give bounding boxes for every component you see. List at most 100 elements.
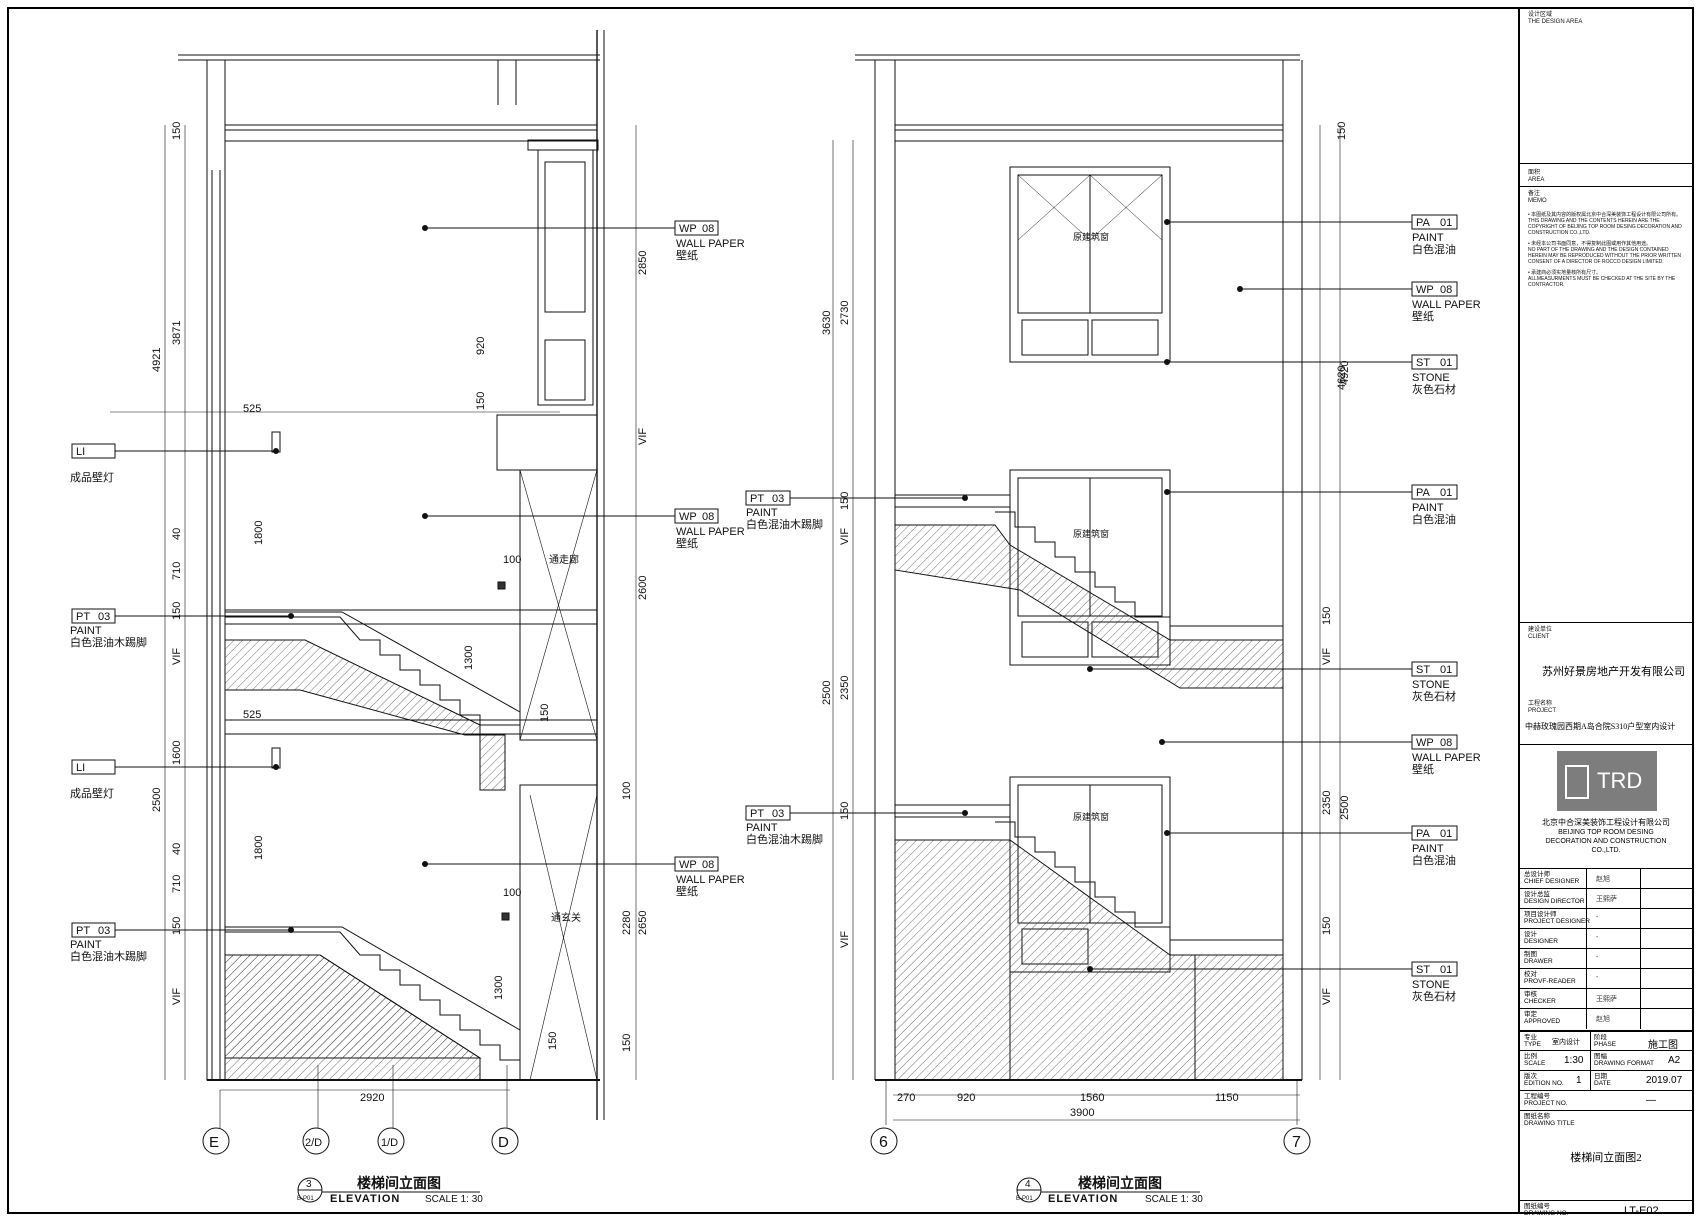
svg-text:08: 08: [1440, 284, 1452, 296]
company-section: TRD 北京中合深美装饰工程设计有限公司 BEIJING TOP ROOM DE…: [1520, 744, 1692, 866]
svg-text:PAINT: PAINT: [1412, 232, 1444, 244]
dim-1600: 1600: [171, 741, 183, 765]
svg-text:PA: PA: [1416, 217, 1431, 229]
svg-text:150: 150: [839, 492, 851, 510]
dim-4921: 4921: [151, 348, 163, 372]
svg-text:VIF: VIF: [839, 528, 851, 545]
svg-text:01: 01: [1440, 964, 1452, 976]
svg-text:3630: 3630: [821, 311, 833, 335]
elevation-3-grid: E 2/D 1/D D: [202, 1065, 519, 1155]
dim-2920: 2920: [360, 1092, 384, 1104]
svg-text:PA: PA: [1416, 487, 1431, 499]
svg-text:B-P01: B-P01: [1016, 1196, 1033, 1202]
svg-text:150: 150: [839, 802, 851, 820]
svg-text:03: 03: [772, 493, 784, 505]
svg-text:2730: 2730: [839, 301, 851, 325]
svg-text:灰色石材: 灰色石材: [1412, 989, 1456, 1003]
window-note: 原建筑窗: [1073, 231, 1109, 242]
dim-vif: VIF: [171, 988, 183, 1005]
svg-text:2350: 2350: [1321, 791, 1333, 815]
elevation-4: [832, 54, 1341, 1121]
title-block: 设计区域 THE DESIGN AREA 面积 AREA 备注 MEMO • 本…: [1518, 8, 1693, 1217]
elevation-3-title: 3 B-P01 楼梯间立面图 ELEVATION SCALE 1: 30: [297, 1175, 483, 1205]
svg-text:4620: 4620: [1336, 366, 1348, 390]
svg-text:920: 920: [957, 1092, 975, 1104]
dim-100: 100: [503, 554, 521, 566]
svg-text:270: 270: [897, 1092, 915, 1104]
client-name: 苏州好景房地产开发有限公司: [1542, 666, 1685, 678]
svg-text:灰色石材: 灰色石材: [1412, 382, 1456, 396]
dim-150: 150: [621, 1034, 633, 1052]
passage-note: 通走廊: [549, 553, 579, 566]
dim-3871: 3871: [171, 321, 183, 345]
dim-150: 150: [547, 1032, 559, 1050]
area-section: 面积 AREA: [1520, 163, 1692, 193]
elevation-3-dimensions: 4921 2500 150 3871 40 710 150 VIF 1600 4…: [151, 122, 649, 1104]
dim-150: 150: [171, 917, 183, 935]
svg-text:B-P01: B-P01: [297, 1196, 314, 1202]
dim-100: 100: [621, 782, 633, 800]
svg-text:SCALE 1: 30: SCALE 1: 30: [425, 1194, 483, 1205]
svg-text:成品壁灯: 成品壁灯: [70, 470, 114, 484]
dim-2650: 2650: [637, 911, 649, 935]
svg-text:白色混油木踢脚: 白色混油木踢脚: [70, 949, 147, 963]
svg-text:2500: 2500: [821, 681, 833, 705]
dim-1300: 1300: [493, 976, 505, 1000]
svg-text:150: 150: [1321, 917, 1333, 935]
svg-text:4920: 4920: [1339, 361, 1351, 385]
svg-text:ST: ST: [1416, 357, 1430, 369]
elevation-4-title: 4 B-P01 楼梯间立面图 ELEVATION SCALE 1: 30: [1016, 1175, 1203, 1205]
company-logo: TRD: [1557, 751, 1657, 811]
dim-2850: 2850: [637, 251, 649, 275]
tag-wp-en: WALL PAPER: [676, 238, 745, 250]
logo-mark-icon: [1565, 765, 1589, 799]
dim-150: 150: [171, 122, 183, 140]
svg-text:VIF: VIF: [1321, 988, 1333, 1005]
dim-1300: 1300: [463, 646, 475, 670]
svg-text:150: 150: [1336, 122, 1348, 140]
dim-100: 100: [503, 887, 521, 899]
dim-920: 920: [475, 337, 487, 355]
svg-text:PAINT: PAINT: [70, 939, 102, 951]
dim-40: 40: [171, 528, 183, 540]
svg-text:白色混油木踢脚: 白色混油木踢脚: [746, 517, 823, 531]
elevation-4-dimensions: 3630 2500 2730 150 VIF 2350 150 VIF 150 …: [821, 122, 1351, 1119]
svg-text:原建筑窗: 原建筑窗: [1073, 528, 1109, 539]
svg-text:VIF: VIF: [839, 931, 851, 948]
elevation-3: [110, 30, 637, 1120]
svg-text:白色混油: 白色混油: [1412, 242, 1456, 256]
svg-text:ELEVATION: ELEVATION: [330, 1193, 400, 1205]
elevation-4-grid: 6 7: [870, 1080, 1311, 1155]
svg-text:3: 3: [306, 1179, 312, 1190]
svg-text:STONE: STONE: [1412, 979, 1450, 991]
drawing-title: 楼梯间立面图2: [1570, 1152, 1642, 1164]
elevation-3-title-text: 楼梯间立面图: [357, 1175, 441, 1192]
dim-2500: 2500: [151, 788, 163, 812]
svg-text:STONE: STONE: [1412, 372, 1450, 384]
design-area-section: 设计区域 THE DESIGN AREA: [1528, 12, 1583, 25]
tag-li-code: LI: [76, 446, 85, 458]
svg-text:03: 03: [98, 611, 110, 623]
svg-text:PAINT: PAINT: [746, 822, 778, 834]
svg-text:01: 01: [1440, 664, 1452, 676]
memo-section: 备注 MEMO • 本图纸及其内容的版权属北京中合深美装饰工程设计有限公司所有。…: [1520, 186, 1692, 622]
svg-text:WP: WP: [1416, 284, 1434, 296]
svg-text:ST: ST: [1416, 664, 1430, 676]
foyer-note: 通玄关: [551, 911, 581, 924]
svg-text:08: 08: [702, 859, 714, 871]
grid-2d: 2/D: [305, 1137, 322, 1149]
svg-text:白色混油: 白色混油: [1412, 853, 1456, 867]
dim-1800: 1800: [253, 836, 265, 860]
svg-text:WALL PAPER: WALL PAPER: [676, 874, 745, 886]
svg-text:PT: PT: [750, 493, 764, 505]
svg-text:VIF: VIF: [1321, 648, 1333, 665]
sheet-border: [7, 7, 1694, 1214]
svg-text:壁纸: 壁纸: [676, 248, 698, 262]
